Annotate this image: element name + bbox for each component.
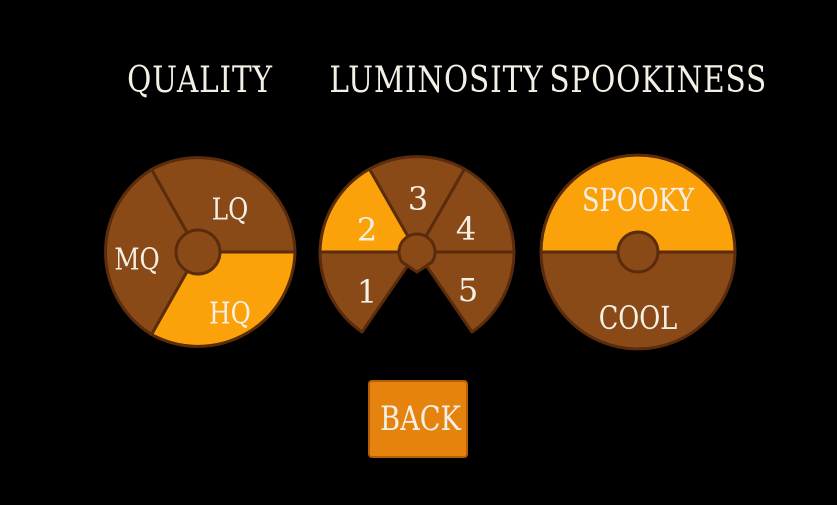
quality-wheel-hub xyxy=(174,228,222,276)
luminosity-label-2: 2 xyxy=(357,211,377,249)
luminosity-label-1: 1 xyxy=(357,273,377,311)
quality-option-lq[interactable] xyxy=(150,156,297,254)
spookiness-label-spooky: SPOOKY xyxy=(582,181,695,219)
luminosity-label-5: 5 xyxy=(458,271,478,309)
quality-label-lq: LQ xyxy=(212,193,248,227)
spookiness-wheel: SPOOKY COOL xyxy=(539,153,737,351)
quality-option-mq[interactable] xyxy=(104,168,200,336)
spookiness-option-spooky[interactable] xyxy=(539,153,737,254)
luminosity-wheel-hub xyxy=(397,232,437,274)
luminosity-option-5[interactable] xyxy=(415,250,516,334)
quality-option-hq[interactable] xyxy=(150,250,297,348)
quality-label-mq: MQ xyxy=(114,243,159,277)
quality-wheel: LQ HQ MQ xyxy=(104,156,297,348)
spookiness-label-cool: COOL xyxy=(599,299,678,337)
luminosity-label-4: 4 xyxy=(456,210,476,248)
luminosity-option-3[interactable] xyxy=(368,155,466,254)
spookiness-option-cool[interactable] xyxy=(539,250,737,351)
luminosity-option-2[interactable] xyxy=(318,167,419,254)
back-button[interactable]: BACK xyxy=(368,380,468,458)
luminosity-option-1[interactable] xyxy=(318,250,419,334)
back-button-label: BACK xyxy=(380,399,461,439)
quality-heading: QUALITY xyxy=(127,60,273,101)
luminosity-option-4[interactable] xyxy=(415,167,516,254)
luminosity-wheel: 1 2 3 4 5 xyxy=(318,155,516,334)
luminosity-label-3: 3 xyxy=(408,180,428,218)
quality-label-hq: HQ xyxy=(209,297,251,331)
spookiness-wheel-hub xyxy=(616,230,660,274)
